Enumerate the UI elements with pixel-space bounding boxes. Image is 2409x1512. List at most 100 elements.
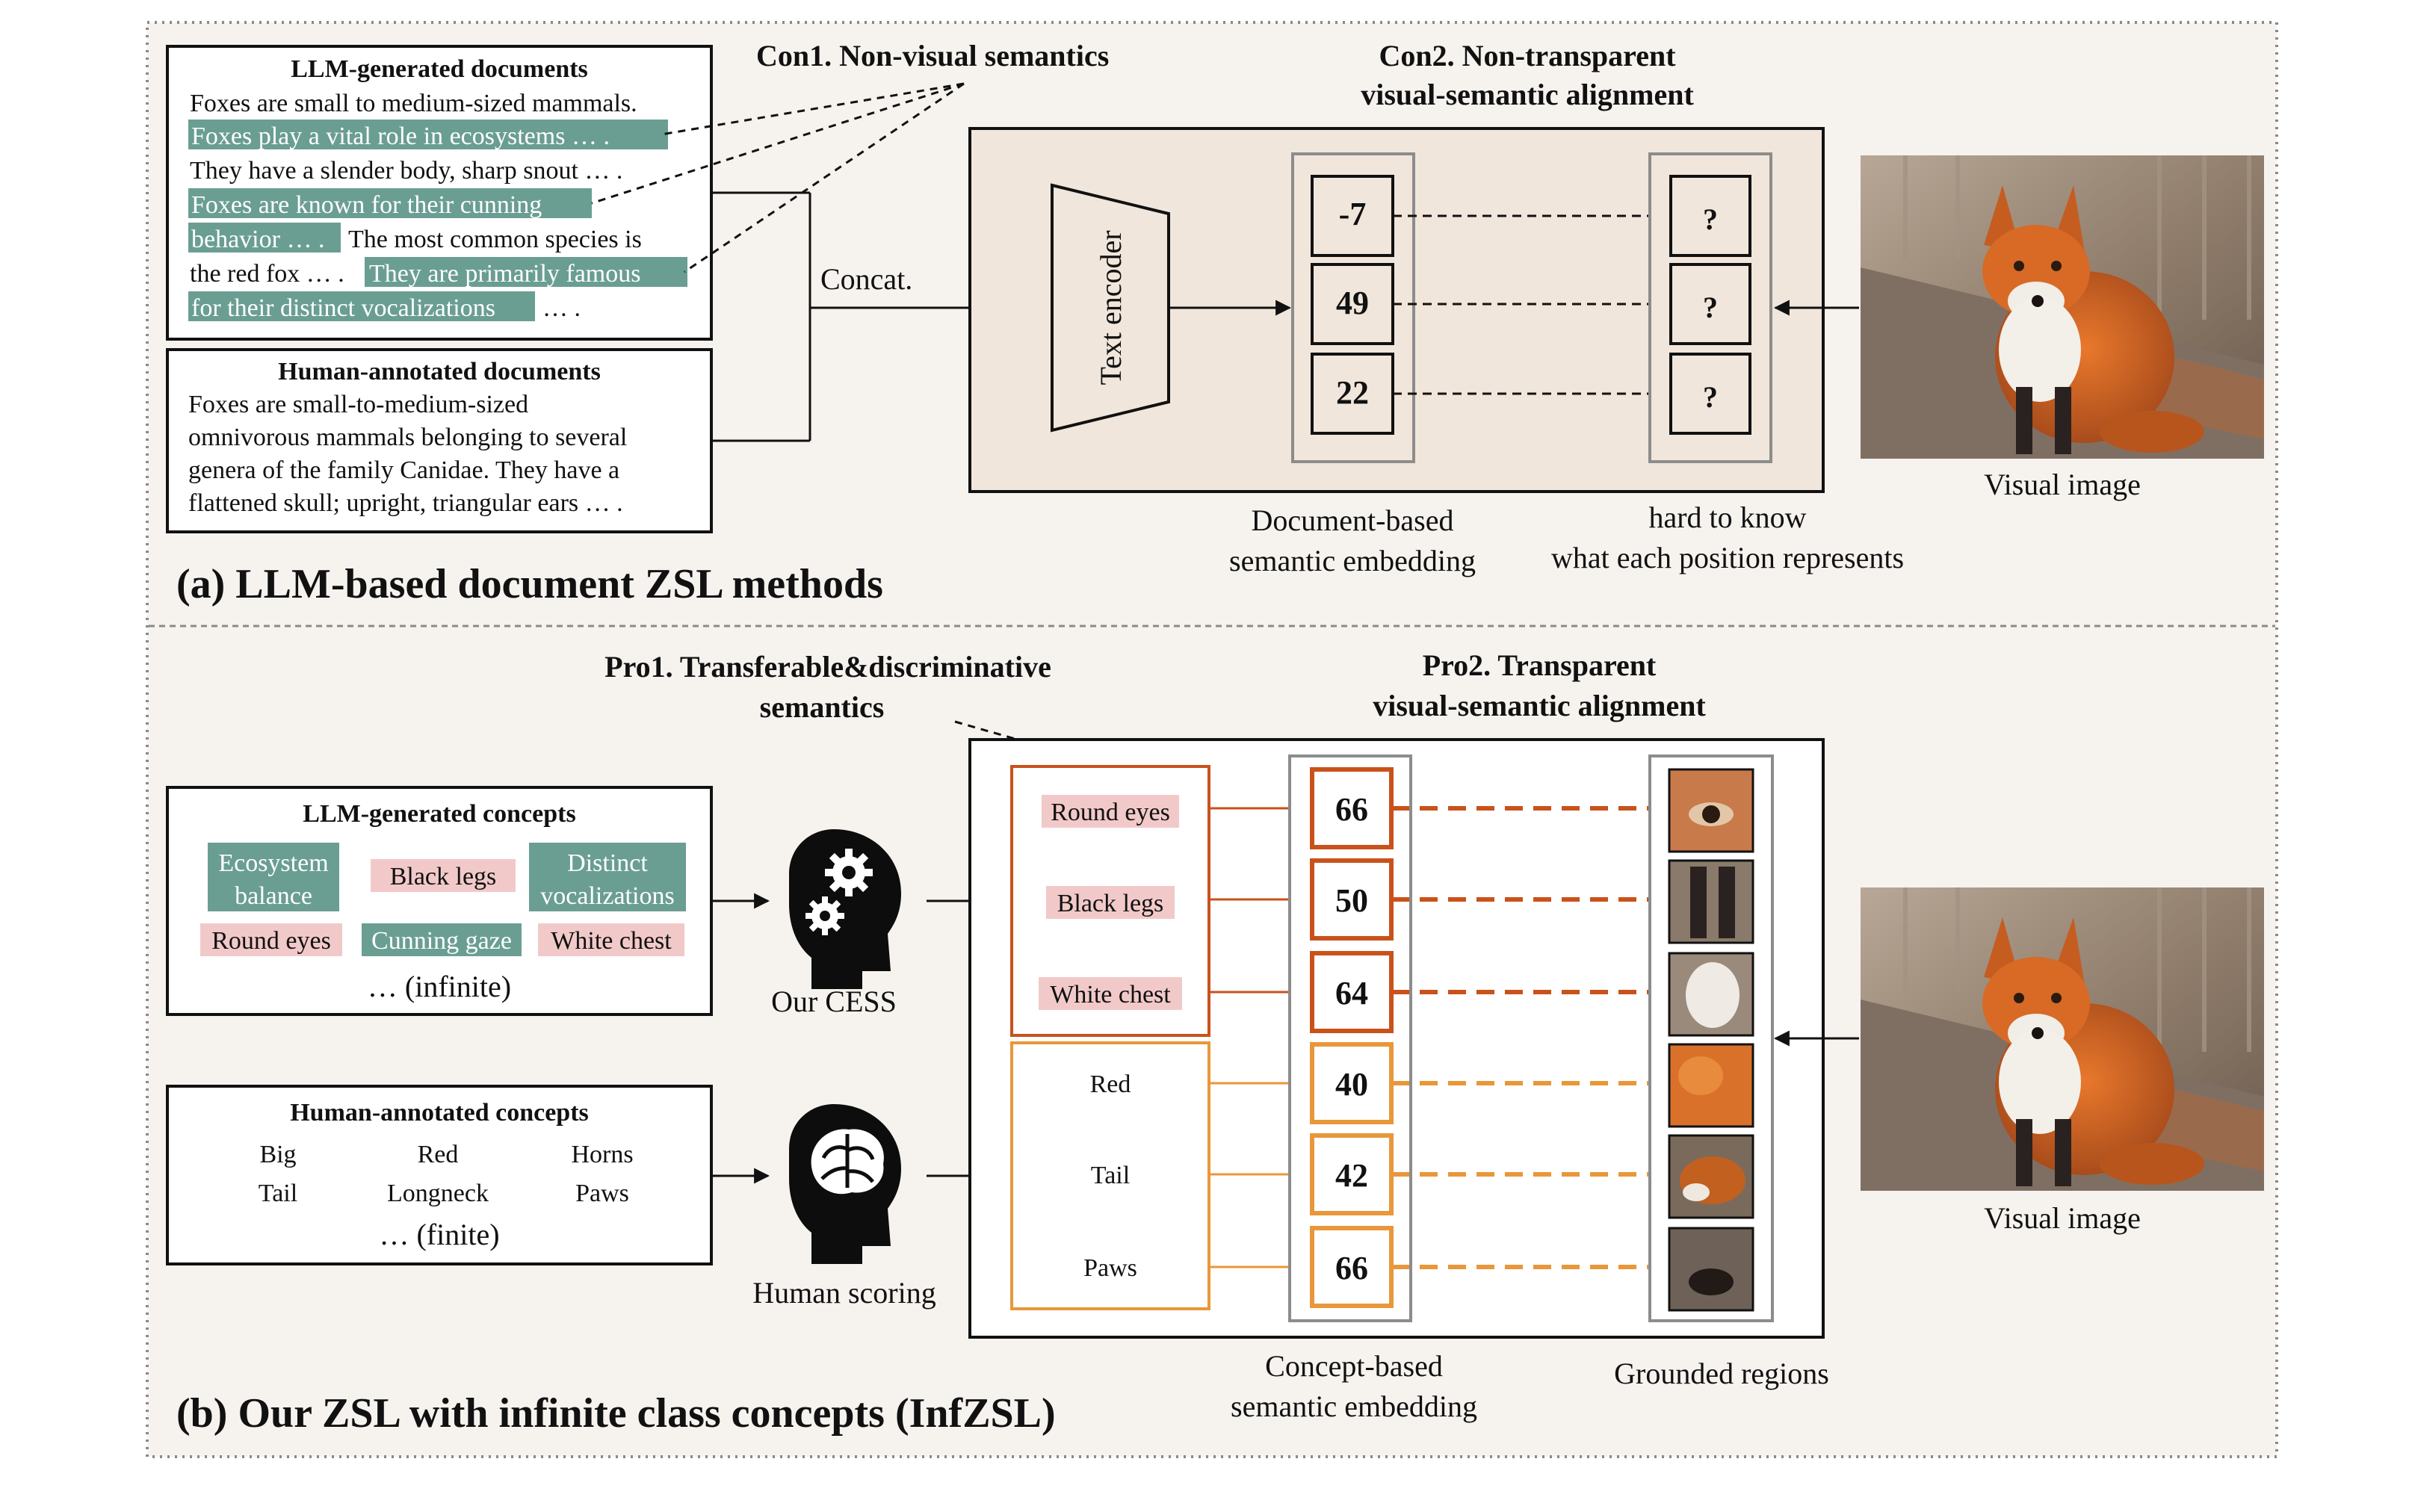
section-a: LLM-generated documents Foxes are small … (166, 39, 2264, 607)
score-value-3: 64 (1335, 975, 1368, 1011)
doc-line-3: They have a slender body, sharp snout … … (190, 157, 622, 185)
highlight-2a (188, 188, 592, 218)
score-cell-3 (1310, 951, 1394, 1033)
pro1-label-line1: Pro1. Transferable&discriminative (604, 650, 1051, 684)
human-concept-tail: Tail (259, 1180, 297, 1207)
llm-concepts-title: LLM-generated concepts (303, 800, 575, 828)
hard-to-know-caption-2: what each position represents (1551, 541, 1904, 574)
score-value-2: 50 (1335, 882, 1368, 919)
con1-pointers (591, 82, 965, 273)
doc-line-6b: They are primarily famous (369, 260, 640, 288)
concept-ecosystem-balance-bg (208, 843, 339, 911)
attr-round-eyes: Round eyes (1051, 799, 1170, 826)
embedding-value-1: -7 (1339, 196, 1367, 232)
llm-document-title: LLM-generated documents (291, 55, 588, 83)
doc-line-2: Foxes play a vital role in ecosystems … … (191, 123, 610, 150)
visual-image-caption-a: Visual image (1984, 468, 2141, 501)
attr-white-chest-bg (1039, 977, 1182, 1010)
concept-white-chest: White chest (551, 927, 672, 955)
human-concepts-more: … (finite) (379, 1218, 499, 1251)
human-doc-line-3: genera of the family Canidae. They have … (188, 456, 619, 484)
score-value-6: 66 (1335, 1250, 1368, 1286)
concept-ecosystem: Ecosystem (218, 849, 328, 877)
concept-embedding-caption-1: Concept-based (1265, 1349, 1443, 1383)
human-concept-longneck: Longneck (387, 1180, 489, 1207)
pro2-label-line2: visual-semantic alignment (1373, 689, 1706, 722)
concept-black-legs: Black legs (390, 863, 497, 890)
attr-white-chest: White chest (1050, 981, 1171, 1008)
unknown-value-2: ? (1703, 291, 1718, 324)
gears-head-icon (789, 829, 901, 989)
concept-black-legs-bg (371, 859, 516, 892)
highlight-2b (188, 223, 341, 252)
score-value-1: 66 (1335, 791, 1368, 828)
highlight-3b (188, 291, 535, 321)
human-document-box (166, 348, 713, 533)
region-eye (1668, 768, 1754, 853)
human-concepts-title: Human-annotated concepts (290, 1099, 589, 1127)
doc-line-5a: behavior … . (191, 226, 324, 253)
concept-cunning-gaze-bg (362, 923, 522, 956)
concept-balance: balance (235, 882, 312, 910)
document-embedding-caption-1: Document-based (1251, 504, 1453, 537)
human-document-title: Human-annotated documents (278, 358, 601, 385)
human-doc-line-1: Foxes are small-to-medium-sized (188, 391, 528, 418)
embedding-cell-2 (1311, 263, 1394, 345)
human-document-text: Foxes are small-to-medium-sized omnivoro… (188, 391, 627, 517)
con2-label-line1: Con2. Non-transparent (1379, 39, 1676, 72)
unknown-value-3: ? (1703, 380, 1718, 414)
llm-concepts-more: … (infinite) (368, 970, 511, 1003)
human-scoring-label: Human scoring (752, 1276, 936, 1310)
concept-round-eyes: Round eyes (211, 927, 331, 955)
attr-round-eyes-bg (1042, 795, 1179, 828)
unknown-cell-1 (1669, 175, 1751, 257)
human-concept-horns: Horns (571, 1141, 633, 1168)
human-doc-line-2: omnivorous mammals belonging to several (188, 424, 627, 451)
score-values: 66 50 64 40 42 66 (1335, 791, 1368, 1286)
grounded-regions-caption: Grounded regions (1614, 1357, 1829, 1390)
section-b: Pro1. Transferable&discriminative semant… (166, 648, 2264, 1437)
score-cell-2 (1310, 858, 1394, 941)
highlight-1 (188, 120, 668, 149)
con1-label: Con1. Non-visual semantics (756, 39, 1109, 72)
concept-cunning-gaze: Cunning gaze (371, 927, 512, 955)
human-attributes-box (1010, 1041, 1210, 1310)
llm-document-text: Foxes are small to medium-sized mammals.… (190, 90, 642, 322)
visual-image-caption-b: Visual image (1984, 1201, 2141, 1235)
doc-line-7b: … . (542, 294, 581, 322)
concept-distinct: Distinct (567, 849, 648, 877)
region-tail (1668, 1134, 1754, 1219)
concat-label: Concat. (820, 262, 912, 296)
grounding-lines (1391, 806, 1669, 1269)
unknown-alignment-lines (1393, 214, 1669, 395)
unknown-value-1: ? (1703, 202, 1718, 236)
cess-label: Our CESS (771, 985, 897, 1018)
score-cell-5 (1310, 1133, 1394, 1215)
document-embedding-caption-2: semantic embedding (1229, 544, 1476, 577)
attr-tail: Tail (1091, 1162, 1130, 1189)
attr-paws: Paws (1083, 1254, 1137, 1282)
highlight-3a (365, 257, 687, 287)
text-encoder (1051, 183, 1170, 433)
concept-white-chest-bg (538, 923, 684, 956)
section-a-label: (a) LLM-based document ZSL methods (176, 561, 883, 607)
doc-line-6a: the red fox … . (190, 260, 344, 288)
human-concepts-grid: Big Red Horns Tail Longneck Paws (259, 1141, 634, 1207)
brain-head-icon (789, 1104, 901, 1264)
hard-to-know-caption-1: hard to know (1648, 501, 1806, 534)
human-concept-red: Red (418, 1141, 459, 1168)
fox-photo-b (1861, 887, 2264, 1191)
doc-line-1: Foxes are small to medium-sized mammals. (190, 90, 637, 117)
human-doc-line-4: flattened skull; upright, triangular ear… (188, 489, 623, 517)
score-value-4: 40 (1335, 1066, 1368, 1103)
section-b-label: (b) Our ZSL with infinite class concepts… (176, 1390, 1056, 1437)
region-red-fur (1668, 1043, 1754, 1128)
embedding-value-2: 49 (1336, 285, 1369, 321)
pro1-label-line2: semantics (760, 690, 885, 724)
con2-label-line2: visual-semantic alignment (1361, 78, 1694, 111)
score-value-5: 42 (1335, 1157, 1368, 1194)
human-concepts-box (166, 1085, 713, 1265)
doc-line-5b: The most common species is (348, 226, 642, 253)
human-concept-big: Big (259, 1141, 296, 1168)
